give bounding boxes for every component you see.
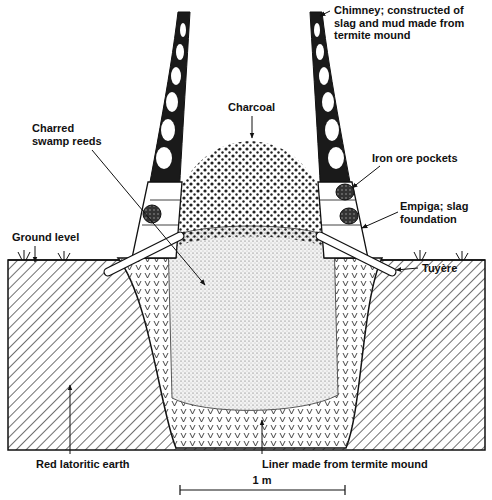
part-label: Charcoal xyxy=(228,101,275,114)
charred-reeds xyxy=(168,226,338,410)
leader-lines xyxy=(35,11,418,454)
scale-label: 1 m xyxy=(253,474,272,487)
part-label: Liner made from termite mound xyxy=(262,458,428,471)
iron-ore-pockets xyxy=(143,184,358,224)
part-label: Chimney; constructed of slag and mud mad… xyxy=(334,4,484,42)
part-label: Charred swamp reeds xyxy=(32,122,112,147)
part-label: Tuyère xyxy=(422,262,457,275)
charcoal-dome xyxy=(168,141,332,250)
part-label: Ground level xyxy=(12,231,79,244)
part-label: Red latoritic earth xyxy=(36,458,130,471)
tuyere xyxy=(108,236,392,272)
scale-bar xyxy=(180,485,345,495)
part-label: Iron ore pockets xyxy=(372,152,458,165)
part-label: Empiga; slag foundation xyxy=(400,200,486,225)
